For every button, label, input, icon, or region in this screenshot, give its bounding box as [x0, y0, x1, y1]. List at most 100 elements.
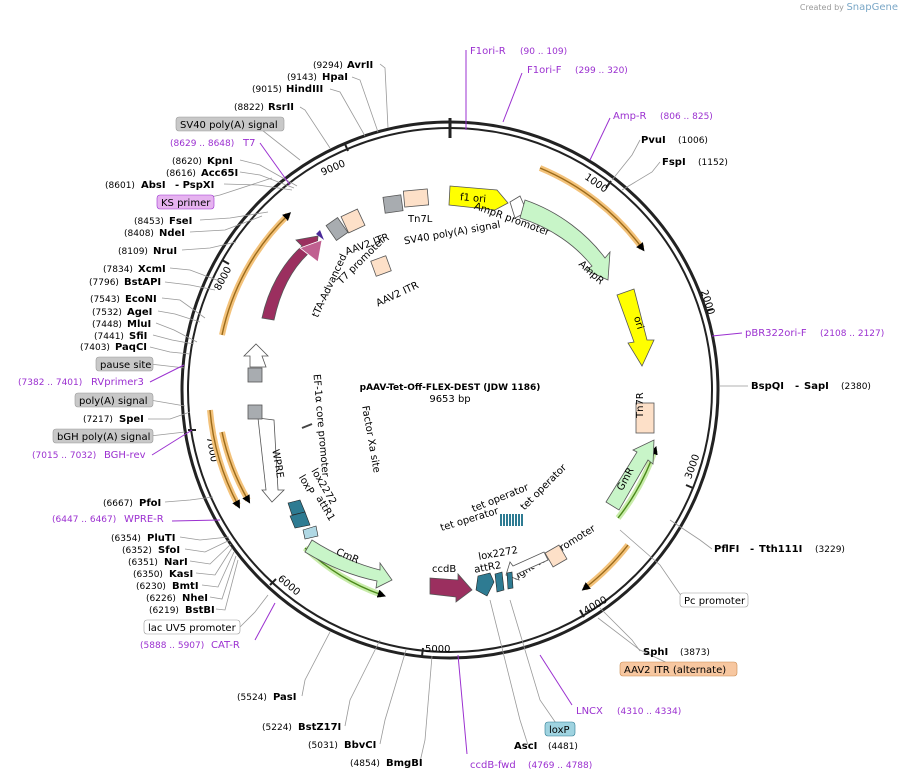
ori-label: ori: [631, 315, 645, 331]
aav2-itr-center-box: [370, 255, 392, 277]
site-pfoi-name: PfoI: [139, 498, 161, 509]
tick-label-8000: 8000: [213, 265, 235, 293]
gray-box-2: [247, 404, 263, 420]
site-bmti-name: BmtI: [172, 581, 199, 592]
site-nrui-pos: (8109): [118, 247, 148, 257]
site-agei-pos: (7532): [92, 308, 122, 318]
site-paqci-pos: (7403): [80, 343, 110, 353]
aav2-itr-right-box: [544, 544, 568, 568]
site-bstbi-name: BstBI: [185, 605, 215, 616]
tight-tre-arrow: [505, 551, 549, 581]
ccdb-label: ccdB: [432, 564, 456, 575]
site-fspi-name: FspI: [662, 157, 686, 168]
primer-rv3-name: RVprimer3: [91, 377, 144, 388]
wpre-arc-1: [219, 431, 251, 502]
site-pflfi-name: PflFI: [714, 544, 739, 555]
site-pvui-name: PvuI: [641, 135, 666, 146]
primer-amp-r-line: [589, 117, 611, 161]
site-sfii-pos: (7441): [94, 332, 124, 342]
ccdb-arrow: [429, 572, 473, 603]
box-aav2-alt-text: AAV2 ITR (alternate): [624, 665, 726, 676]
box-sv40-polya: [175, 116, 285, 132]
site-ndei-name: NdeI: [159, 228, 185, 239]
tick-label-6000: 6000: [275, 573, 302, 598]
restriction-sites: (9294) AvrII (9143) HpaI (9015) HindIII …: [80, 60, 871, 769]
site-rsrii-pos: (8822): [234, 103, 264, 113]
site-sfoi-pos: (6352): [122, 546, 152, 556]
site-hindiii-name: HindIII: [286, 84, 323, 95]
factor-xa-mark: [301, 423, 313, 429]
primer-t7-line: [259, 142, 291, 186]
site-bspqi-name: BspQI: [751, 381, 784, 392]
site-paqci-name: PaqCI: [115, 342, 147, 353]
primer-pbr322-line: [711, 332, 743, 337]
site-bstz17i-pos: (5224): [262, 723, 292, 733]
site-xcmi-pos: (7834): [103, 265, 133, 275]
site-pluti-pos: (6354): [111, 534, 141, 544]
gray-box-1: [247, 367, 263, 383]
site-nari-name: NarI: [164, 557, 188, 568]
site-ndei-pos: (8408): [124, 229, 154, 239]
primer-bgh-pos: (7015 .. 7032): [32, 451, 96, 461]
primer-amp-r-pos: (806 .. 825): [660, 112, 713, 122]
site-nhei-name: NheI: [182, 593, 208, 604]
site-sapi-sep: -: [795, 381, 799, 392]
primer-lncx-line: [539, 654, 573, 706]
tick-9000: [344, 143, 349, 152]
site-kasi-pos: (6350): [133, 570, 163, 580]
gray-box-3: [325, 217, 349, 241]
primer-f1ori-f-name: F1ori-F: [527, 65, 562, 76]
site-sphi-name: SphI: [643, 647, 668, 658]
site-bmti-pos: (6230): [136, 582, 166, 592]
tn7r-box: [635, 402, 655, 434]
box-polya-signal: [74, 392, 154, 408]
box-polya-signal-text: poly(A) signal: [79, 396, 148, 407]
site-tth111i-name: Tth111I: [759, 544, 802, 555]
site-spei-pos: (7217): [83, 415, 113, 425]
snapgene-logo: SnapGene: [846, 2, 898, 13]
wpre-arrow: [257, 417, 285, 503]
tet-arc-left-line: [221, 212, 292, 336]
site-acc65i-pos: (8616): [166, 169, 196, 179]
site-econi-name: EcoNI: [125, 294, 157, 305]
tet-operator-stripes: [500, 514, 523, 526]
site-fsei-pos: (8453): [134, 217, 164, 227]
site-sphi-pos: (3873): [680, 648, 710, 658]
ef1a-label: EF-1α core promoter: [311, 374, 331, 479]
site-nrui-name: NruI: [153, 246, 177, 257]
primer-f1ori-f-line: [502, 72, 523, 123]
tick-2000: [704, 308, 714, 312]
primer-rv3-line: [149, 364, 185, 383]
site-hpai-name: HpaI: [322, 72, 348, 83]
site-mlui-pos: (7448): [92, 320, 122, 330]
ef1a-arrow: [243, 343, 269, 368]
t7-marker: [316, 230, 324, 240]
primer-lncx-name: LNCX: [576, 706, 603, 717]
ori-arrow: [616, 288, 655, 367]
box-sv40-polya-text: SV40 poly(A) signal: [180, 120, 278, 131]
snapgene-credit: Created by SnapGene: [800, 2, 898, 13]
site-avrii-pos: (9294): [313, 61, 343, 71]
f1-ori-label: f1 ori: [460, 192, 487, 205]
gray-box-4: [382, 194, 404, 214]
box-ks-primer-text: KS primer: [161, 198, 211, 209]
box-lac-uv5-text: lac UV5 promoter: [148, 623, 237, 634]
tick-4000: [579, 609, 585, 618]
box-ks-primer: [156, 194, 215, 210]
ampr-arrow: [519, 199, 611, 281]
tet-operator-2: tet operator: [439, 506, 501, 534]
primer-ccdb-line: [457, 654, 468, 755]
attr2-shape: [494, 571, 505, 593]
loxp-l-shape: [289, 511, 311, 529]
primer-wpre-r-name: WPRE-R: [124, 514, 164, 525]
site-nhei-pos: (6226): [146, 594, 176, 604]
aav2-itr-left-box: [340, 208, 366, 234]
label-boxes: SV40 poly(A) signal KS primer pause site…: [52, 116, 749, 737]
site-pfoi-pos: (6667): [103, 499, 133, 509]
site-fspi-pos: (1152): [698, 158, 728, 168]
site-kpni-pos: (8620): [172, 157, 202, 167]
site-spei-name: SpeI: [119, 414, 144, 425]
site-bbvci-pos: (5031): [308, 741, 338, 751]
site-asci-pos: (4481): [548, 742, 578, 752]
site-sfoi-name: SfoI: [158, 545, 180, 556]
